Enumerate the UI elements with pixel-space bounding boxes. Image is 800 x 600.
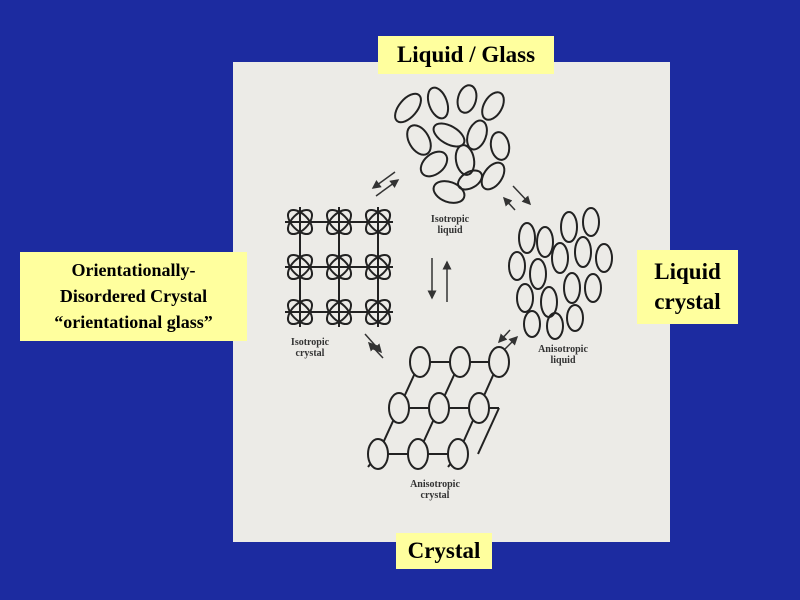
- orientational-glass-label: Orientationally- Disordered Crystal “ori…: [20, 252, 247, 341]
- isotropic-crystal-molecule: [286, 253, 314, 281]
- liquid-crystal-label-line2: crystal: [654, 289, 721, 314]
- liquid-glass-label: Liquid / Glass: [378, 36, 554, 74]
- liquid-crystal-label: Liquid crystal: [637, 250, 738, 324]
- isotropic-crystal-molecule: [325, 253, 353, 281]
- isotropic-liquid-caption-line2: liquid: [437, 225, 462, 236]
- isotropic-crystal-molecule: [325, 298, 353, 326]
- isotropic-crystal-caption-line1: Isotropic: [291, 337, 330, 348]
- anisotropic-liquid-caption-line1: Anisotropic: [538, 344, 588, 355]
- isotropic-crystal-molecule: [364, 253, 392, 281]
- phase-diagram: Isotropic liquid Anisotropic liquid: [285, 84, 613, 501]
- arrow-isocrystal-to-crystal: [364, 333, 382, 354]
- isotropic-crystal-molecule: [364, 298, 392, 326]
- isotropic-crystal-molecule: [286, 253, 314, 281]
- isotropic-crystal-molecule: [364, 253, 392, 281]
- isotropic-crystal-molecule: [325, 208, 353, 236]
- liquid-crystal-label-line1: Liquid: [654, 259, 721, 284]
- arrow-liquid-to-lc: [512, 185, 532, 206]
- orientational-glass-label-line1: Orientationally-: [71, 260, 196, 280]
- isotropic-crystal-molecules: [286, 208, 392, 326]
- arrow-crystal-to-lc: [504, 335, 519, 350]
- isotropic-crystal-molecule: [286, 208, 314, 236]
- arrow-liquid-to-isocrystal: [371, 171, 396, 189]
- crystal-label: Crystal: [396, 533, 492, 569]
- isotropic-crystal-molecule: [325, 253, 353, 281]
- anisotropic-crystal-caption-line2: crystal: [421, 490, 450, 501]
- arrow-lc-to-liquid: [502, 196, 516, 211]
- isotropic-liquid-molecules: [394, 84, 511, 204]
- isotropic-crystal-molecule: [286, 208, 314, 236]
- isotropic-crystal-lattice: [285, 207, 393, 327]
- arrow-isocrystal-to-liquid: [375, 179, 400, 197]
- anisotropic-liquid-molecules: [508, 207, 613, 340]
- orientational-glass-label-line3: “orientational glass”: [54, 312, 213, 332]
- anisotropic-liquid-caption-line2: liquid: [550, 355, 575, 366]
- isotropic-crystal-molecule: [364, 208, 392, 236]
- isotropic-crystal-molecule: [364, 298, 392, 326]
- arrow-crystal-to-isocrystal: [367, 341, 384, 359]
- isotropic-liquid-caption-line1: Isotropic: [431, 214, 470, 225]
- orientational-glass-label-line2: Disordered Crystal: [59, 286, 208, 306]
- isotropic-crystal-caption-line2: crystal: [296, 348, 325, 359]
- isotropic-crystal-molecule: [325, 298, 353, 326]
- isotropic-crystal-molecule: [325, 208, 353, 236]
- anisotropic-crystal-caption-line1: Anisotropic: [410, 479, 460, 490]
- transition-arrows: [364, 171, 532, 359]
- anisotropic-crystal-molecules: [367, 346, 510, 470]
- isotropic-crystal-molecule: [286, 298, 314, 326]
- isotropic-crystal-molecule: [364, 208, 392, 236]
- isotropic-crystal-molecule: [286, 298, 314, 326]
- arrow-lc-to-crystal: [497, 329, 511, 344]
